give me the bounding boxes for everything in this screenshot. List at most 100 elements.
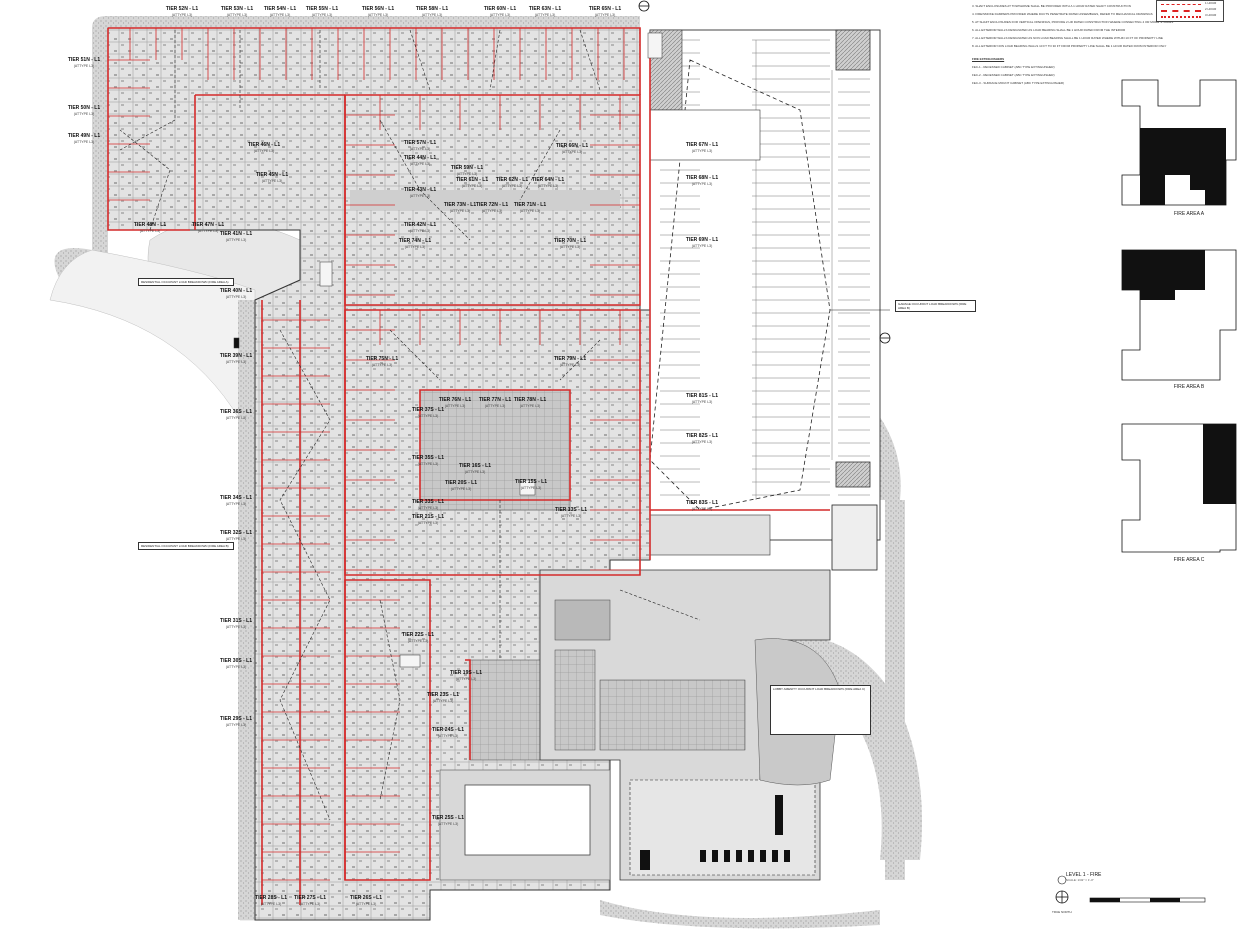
tier-type: (ATTYPE L3)	[409, 194, 431, 198]
drawing-scale: SCALE: 1/32" = 1'-0"	[1066, 878, 1094, 882]
legend-row-2hr: 2 HOUR	[1157, 7, 1223, 13]
tier-name: TIER 75N - L1	[365, 356, 399, 362]
tier-type: (ATTYPE L3)	[594, 13, 616, 17]
tier-name: TIER 49N - L1	[67, 133, 101, 139]
tier-name: TIER 29S - L1	[220, 716, 252, 722]
tier-type: (ATTYPE L3)	[417, 506, 439, 510]
tier-label: TIER 52N - L1(ATTYPE L3)	[160, 6, 204, 18]
tier-name: TIER 28S - L1	[255, 895, 287, 901]
tier-label: TIER 58N - L1(ATTYPE L3)	[410, 6, 454, 18]
tier-name: TIER 16S - L1	[459, 463, 491, 469]
tier-label: TIER 37S - L1(ATTYPE L3)	[406, 407, 450, 419]
tier-name: TIER 30S - L1	[220, 658, 252, 664]
tier-type: (ATTYPE L3)	[225, 723, 247, 727]
tier-label: TIER 63N - L1(ATTYPE L3)	[523, 6, 567, 18]
note-5: 5. AT SHAFT ENCLOSURES FOR VERTICAL OPEN…	[972, 20, 1174, 24]
rated-fire-walls	[107, 27, 830, 905]
tier-type: (ATTYPE L3)	[437, 822, 459, 826]
tier-label: TIER 40N - L1(ATTYPE L3)	[214, 288, 258, 300]
tier-type: (ATTYPE L3)	[367, 13, 389, 17]
tier-type: (ATTYPE L3)	[225, 360, 247, 364]
tier-label: TIER 21S - L1(ATTYPE L3)	[406, 514, 450, 526]
tier-type: (ATTYPE L3)	[559, 363, 581, 367]
tier-type: (ATTYPE L3)	[225, 537, 247, 541]
tier-type: (ATTYPE L3)	[537, 184, 559, 188]
tier-name: TIER 67N - L1	[685, 142, 719, 148]
tier-label: TIER 61N - L1(ATTYPE L3)	[450, 177, 494, 189]
scale-bar	[1089, 897, 1206, 903]
extinguisher-fec-1: FEC-1 - RECESSED CABINET (ABC TYPE EXTIN…	[972, 65, 1055, 69]
tier-name: TIER 77N - L1	[478, 397, 512, 403]
legend-row-1hr: 1 HOUR	[1157, 1, 1223, 7]
tier-type: (ATTYPE L3)	[456, 172, 478, 176]
tier-name: TIER 22S - L1	[402, 632, 434, 638]
tier-type: (ATTYPE L3)	[404, 245, 426, 249]
tier-name: TIER 19S - L1	[450, 670, 482, 676]
tier-name: TIER 33S - L1	[412, 499, 444, 505]
stairs	[233, 32, 663, 668]
tier-type: (ATTYPE L3)	[561, 150, 583, 154]
tier-type: (ATTYPE L3)	[444, 404, 466, 408]
north-arrow	[1055, 875, 1069, 904]
tier-type: (ATTYPE L3)	[481, 209, 503, 213]
callout-garage: GARAGE OCCUPANT LOAD BREAKDOWN (FIRE ARE…	[895, 300, 976, 312]
tier-type: (ATTYPE L3)	[520, 486, 542, 490]
tier-type: (ATTYPE L3)	[225, 665, 247, 669]
tier-type: (ATTYPE L3)	[559, 245, 581, 249]
callout-fire-area-c: LOBBY AMENITY OCCUPANT LOAD BREAKDOWN (F…	[770, 685, 871, 735]
tier-type: (ATTYPE L3)	[534, 13, 556, 17]
tier-type: (ATTYPE L3)	[261, 179, 283, 183]
tier-label: TIER 29S - L1(ATTYPE L3)	[214, 716, 258, 728]
tier-type: (ATTYPE L3)	[461, 184, 483, 188]
tier-label: TIER 25S - L1(ATTYPE L3)	[426, 815, 470, 827]
residential-building	[107, 27, 651, 921]
tier-name: TIER 35S - L1	[412, 455, 444, 461]
fire-area-b-key	[1121, 249, 1237, 381]
tier-label: TIER 28S - L1(ATTYPE L3)	[249, 895, 293, 907]
tier-type: (ATTYPE L3)	[417, 462, 439, 466]
tier-name: TIER 40N - L1	[219, 288, 253, 294]
drawing-title: LEVEL 1 - FIRE SCALE: 1/32" = 1'-0"	[1066, 872, 1101, 882]
tier-name: TIER 25S - L1	[432, 815, 464, 821]
tier-label: TIER 36S - L1(ATTYPE L3)	[214, 409, 258, 421]
tier-type: (ATTYPE L3)	[489, 13, 511, 17]
tier-type: (ATTYPE L3)	[691, 149, 713, 153]
tier-name: TIER 15S - L1	[515, 479, 547, 485]
drawing-title-text: LEVEL 1 - FIRE	[1066, 872, 1102, 878]
fire-area-a-label: FIRE AREA A	[1173, 211, 1205, 217]
tier-label: TIER 39N - L1(ATTYPE L3)	[214, 353, 258, 365]
tier-label: TIER 53N - L1(ATTYPE L3)	[215, 6, 259, 18]
tier-type: (ATTYPE L3)	[417, 414, 439, 418]
tier-label: TIER 67N - L1(ATTYPE L3)	[680, 142, 724, 154]
tier-label: TIER 46N - L1(ATTYPE L3)	[242, 142, 286, 154]
tier-type: (ATTYPE L3)	[226, 13, 248, 17]
parking-garage	[649, 29, 890, 571]
tier-name: TIER 73N - L1	[443, 202, 477, 208]
wall-rating-legend: 1 HOUR 2 HOUR 3 HOUR	[1156, 0, 1224, 22]
tier-name: TIER 59N - L1	[450, 165, 484, 171]
tier-label: TIER 44N - L1(ATTYPE L3)	[398, 155, 442, 167]
legend-label: 1 HOUR	[1205, 1, 1217, 5]
extinguisher-heading: FIRE EXTINGUISHERS	[972, 57, 1005, 61]
tier-label: TIER 15S - L1(ATTYPE L3)	[509, 479, 553, 491]
tier-name: TIER 61N - L1	[455, 177, 489, 183]
tier-name: TIER 50N - L1	[67, 105, 101, 111]
tier-type: (ATTYPE L3)	[225, 238, 247, 242]
tier-name: TIER 66N - L1	[555, 143, 589, 149]
tier-label: TIER 20S - L1(ATTYPE L3)	[439, 480, 483, 492]
tier-name: TIER 74N - L1	[398, 238, 432, 244]
amenity-lobby	[539, 569, 841, 881]
tier-name: TIER 78N - L1	[513, 397, 547, 403]
tier-name: TIER 45N - L1	[255, 172, 289, 178]
tier-label: TIER 50N - L1(ATTYPE L3)	[62, 105, 106, 117]
tier-label: TIER 41N - L1(ATTYPE L3)	[214, 231, 258, 243]
tier-label: TIER 51N - L1(ATTYPE L3)	[62, 57, 106, 69]
tier-label: TIER 81S - L1(ATTYPE L3)	[680, 393, 724, 405]
tier-type: (ATTYPE L3)	[269, 13, 291, 17]
tier-type: (ATTYPE L3)	[691, 182, 713, 186]
tier-type: (ATTYPE L3)	[73, 140, 95, 144]
tier-name: TIER 32S - L1	[220, 530, 252, 536]
fire-area-c-label: FIRE AREA C	[1173, 557, 1205, 563]
tier-label: TIER 54N - L1(ATTYPE L3)	[258, 6, 302, 18]
tier-name: TIER 23S - L1	[427, 692, 459, 698]
